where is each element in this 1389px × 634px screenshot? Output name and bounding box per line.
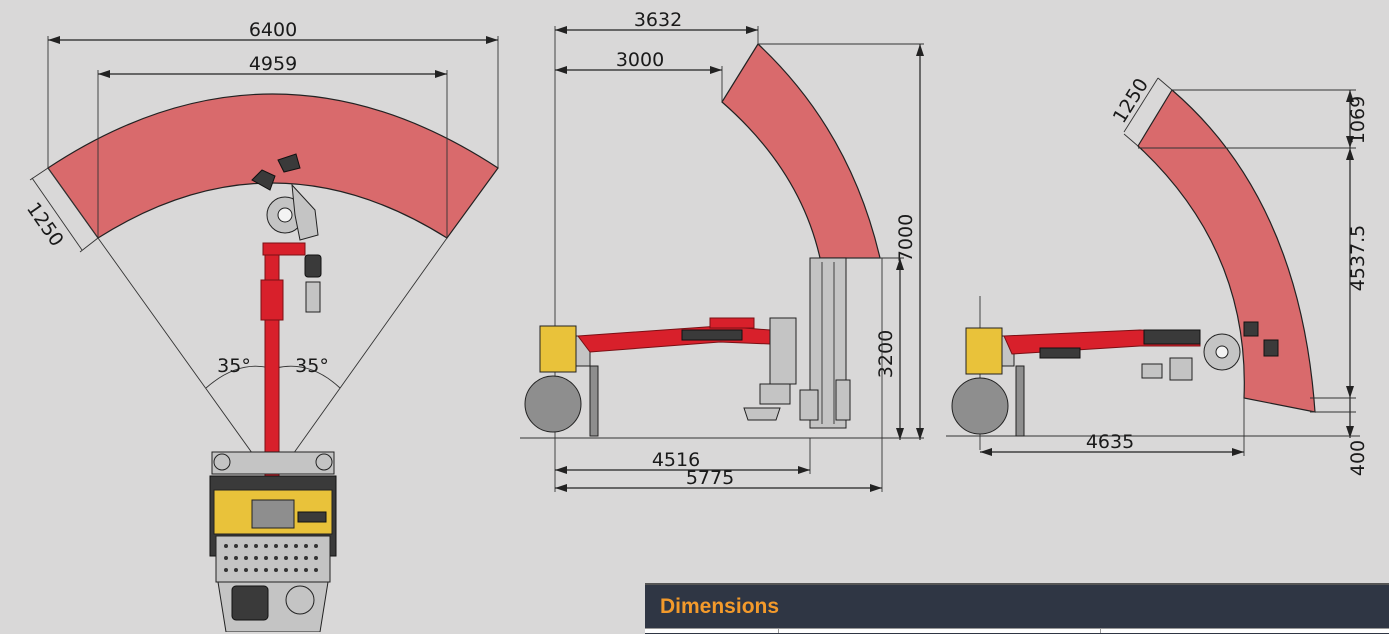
dim-label-reach-2: 4635 <box>1086 431 1134 453</box>
dim-label-angle-right: 35° <box>295 355 329 377</box>
side-view: 3632 3000 7000 3200 4516 5775 <box>520 9 924 492</box>
side-view-wheel <box>524 375 582 433</box>
side-view-2: 1250 1069 4537.5 400 4635 <box>946 74 1369 476</box>
dim-label-height-pivot: 3200 <box>875 330 897 378</box>
side-view-2-wheel <box>951 377 1009 435</box>
dim-label-depth: 1250 <box>22 198 68 250</box>
dim-label-reach-upper: 3632 <box>634 9 682 31</box>
top-view: 6400 4959 1250 35° 35° <box>22 19 499 632</box>
table-column-separator <box>778 629 779 633</box>
side-view-2-body <box>965 327 1003 375</box>
side-view-body <box>539 325 577 373</box>
dim-label-reach-lower: 3000 <box>616 49 664 71</box>
dim-label-height-lower: 400 <box>1347 440 1369 476</box>
dimensions-table-row <box>645 628 1389 633</box>
dim-label-height-total: 7000 <box>895 214 917 262</box>
dim-label-length-short: 4516 <box>652 449 700 471</box>
dim-label-height-upper: 1069 <box>1347 96 1369 144</box>
dim-label-width-inner: 4959 <box>249 53 297 75</box>
side-view-working-zone <box>721 43 881 259</box>
dimensions-table-title: Dimensions <box>660 595 780 618</box>
dim-label-depth-2: 1250 <box>1109 74 1153 127</box>
dim-label-length-long: 5775 <box>686 467 734 489</box>
dim-label-height-middle: 4537.5 <box>1347 225 1369 291</box>
dim-label-angle-left: 35° <box>217 355 251 377</box>
dim-label-width-outer: 6400 <box>249 19 297 41</box>
table-column-separator <box>1100 629 1101 633</box>
dimensions-table-header: Dimensions <box>645 583 1389 634</box>
